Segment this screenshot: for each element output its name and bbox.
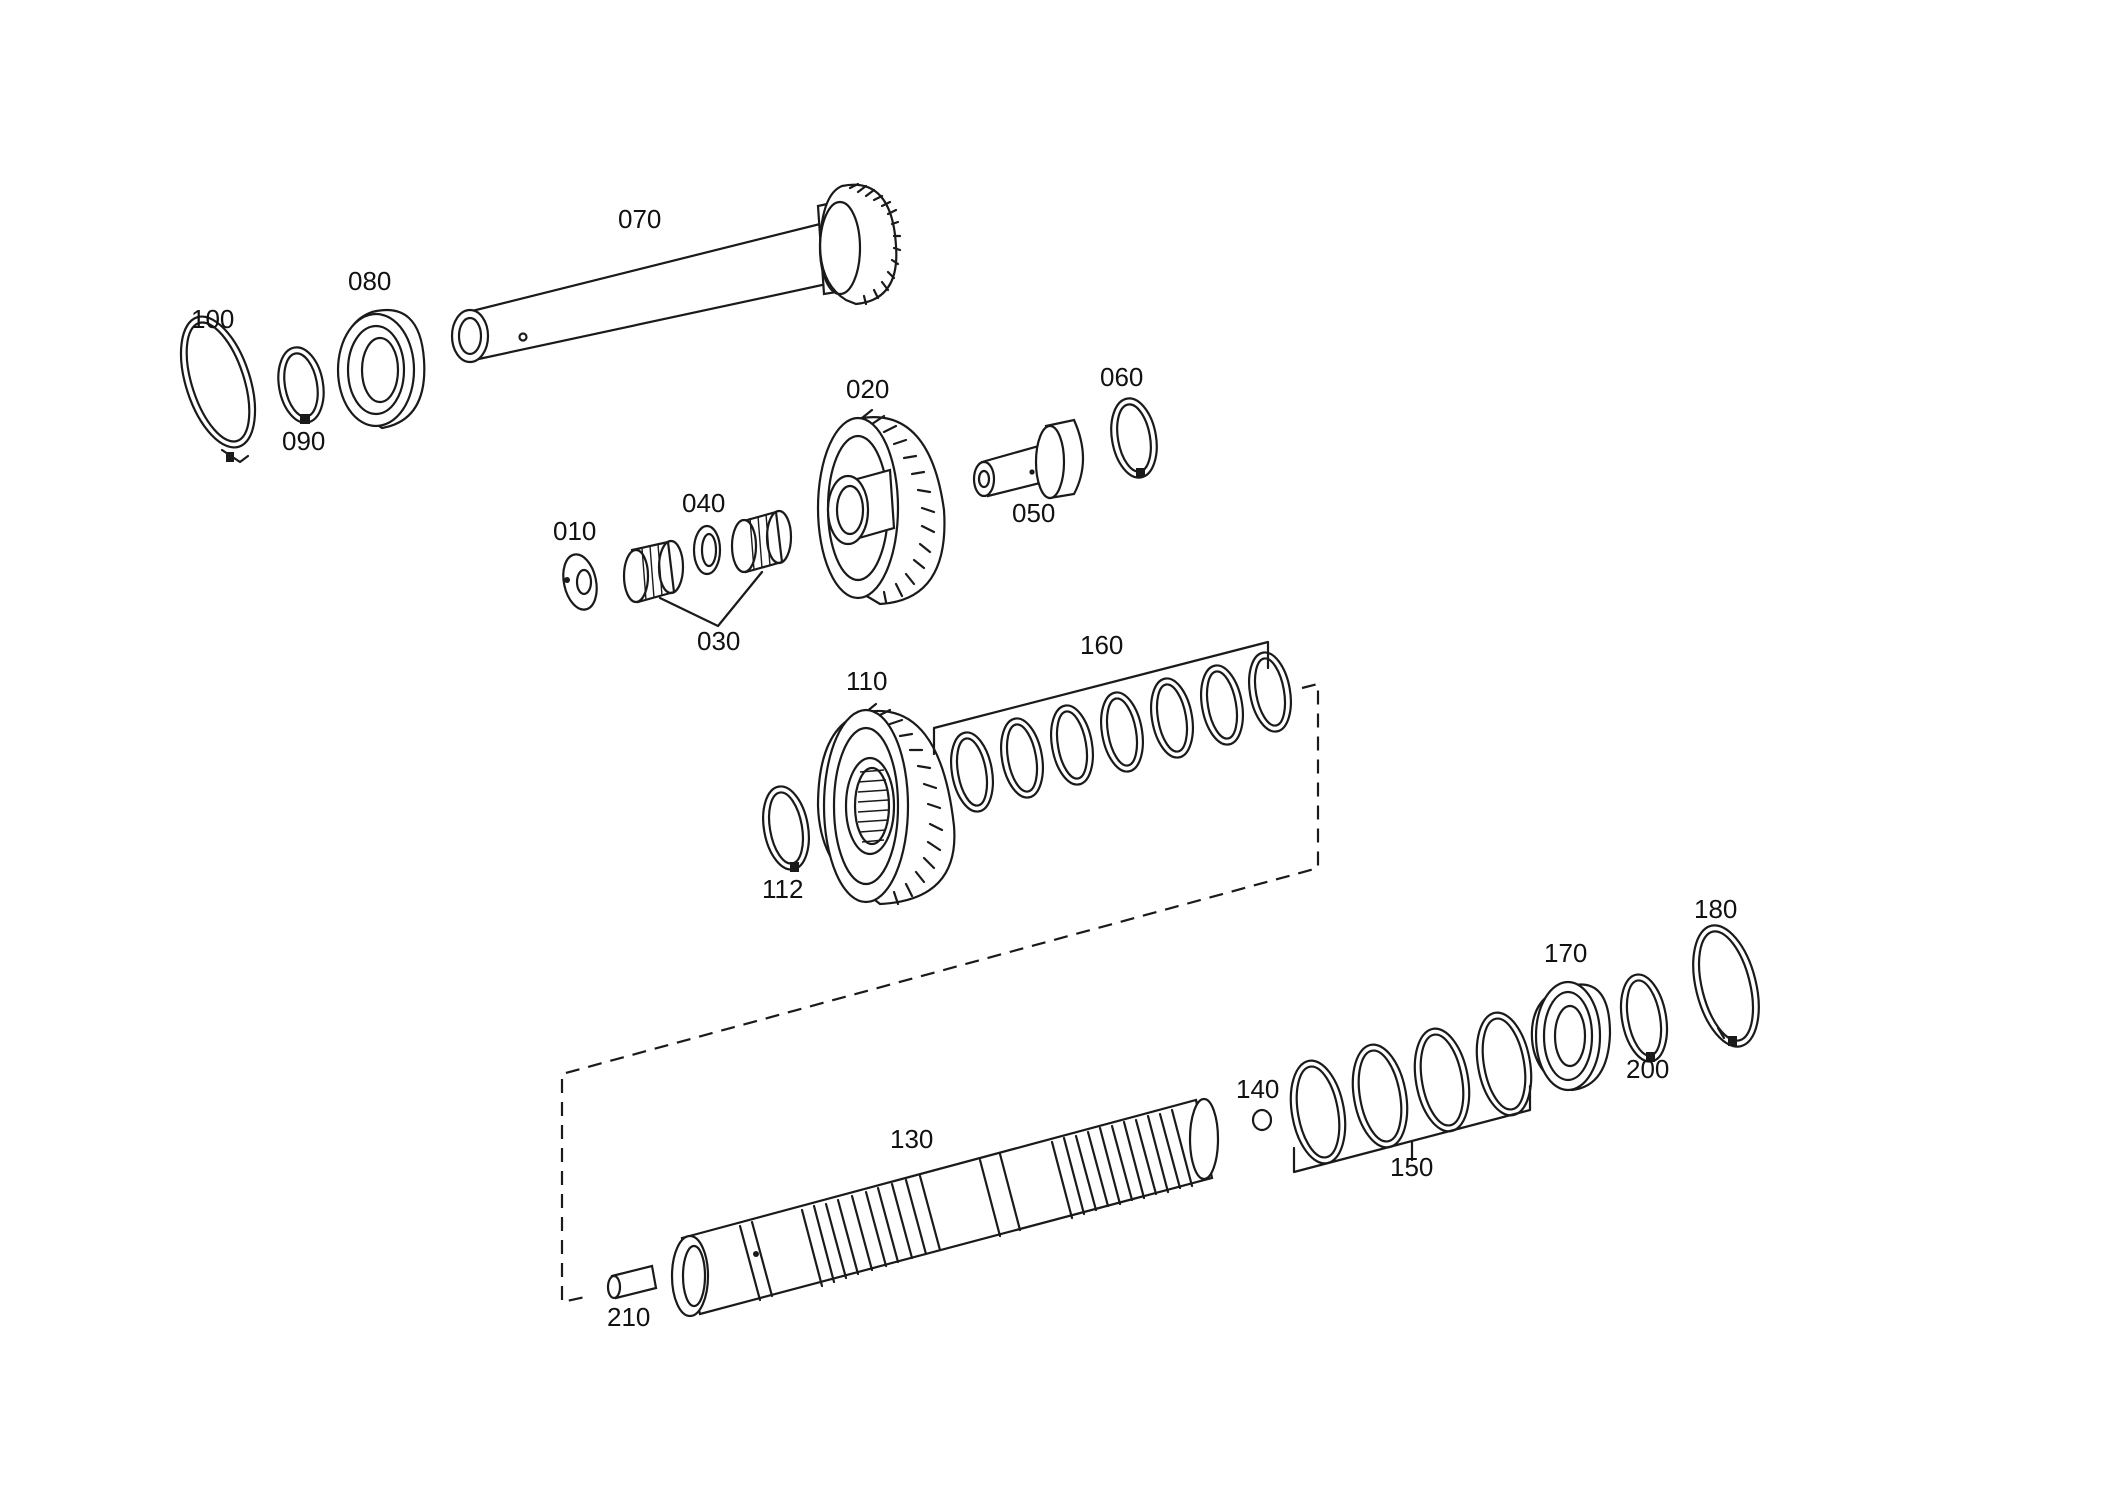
circlip-060 [1110,397,1158,479]
callout-110: 110 [846,666,887,696]
callout-020: 020 [846,374,889,404]
main-shaft-130 [670,1097,1220,1318]
thrust-washer-010 [562,553,598,611]
bracket-160 [932,640,1270,756]
ball-bearing-080 [336,308,426,430]
callout-040: 040 [682,488,725,518]
callout-100: 100 [191,304,234,334]
gear-020 [816,408,946,606]
callout-180: 180 [1694,894,1737,924]
bracket-150 [1292,1084,1532,1174]
callout-060: 060 [1100,362,1143,392]
callout-140: 140 [1236,1074,1279,1104]
bearing-pin-050 [972,418,1084,500]
circlip-090 [277,346,325,424]
ball-bearing-170 [1530,980,1612,1092]
needle-bearing-030-right [730,509,793,574]
circlip-180 [1692,924,1760,1048]
callout-160: 160 [1080,630,1123,660]
callout-labels: 070 080 100 090 020 060 050 040 010 030 … [191,204,1737,1332]
needle-bearing-030-left [622,539,685,604]
shaft-070 [450,182,902,364]
callout-050: 050 [1012,498,1055,528]
callout-130: 130 [890,1124,933,1154]
spacer-ring-040 [692,524,722,576]
seal-rings-160 [950,651,1292,813]
plug-140 [1251,1108,1273,1132]
callout-070: 070 [618,204,661,234]
circlip-200 [1619,973,1669,1063]
gear-110 [816,702,956,906]
pin-210 [606,1264,658,1300]
callout-010: 010 [553,516,596,546]
circlip-100 [179,315,257,464]
circlip-112 [762,785,810,872]
dashed-assembly-outline [560,682,1320,1304]
callout-150: 150 [1390,1152,1433,1182]
callout-210: 210 [607,1302,650,1332]
leader-030 [658,570,764,628]
callout-112: 112 [762,874,803,904]
callout-080: 080 [348,266,391,296]
callout-200: 200 [1626,1054,1669,1084]
callout-030: 030 [697,626,740,656]
callout-170: 170 [1544,938,1587,968]
callout-090: 090 [282,426,325,456]
